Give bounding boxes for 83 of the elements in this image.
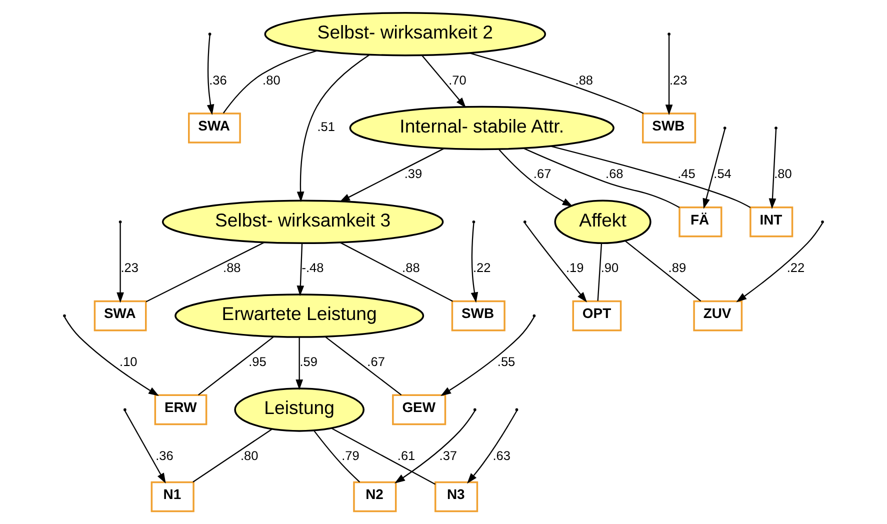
arrow bbox=[296, 243, 304, 296]
node-box: ERW bbox=[154, 394, 208, 426]
edge-label: .36 bbox=[209, 72, 227, 88]
node-box: N3 bbox=[434, 481, 478, 512]
edge-label: .23 bbox=[669, 72, 688, 88]
node-ellipse: Selbst- wirksamkeit 3 bbox=[162, 200, 444, 244]
node-box: OPT bbox=[572, 300, 622, 332]
edge-label: .54 bbox=[714, 166, 732, 182]
connector bbox=[523, 148, 680, 208]
edge-label: .61 bbox=[397, 448, 416, 463]
connector bbox=[331, 428, 436, 485]
edge-label: .22 bbox=[786, 260, 805, 276]
arrow bbox=[768, 129, 777, 209]
connector bbox=[550, 146, 751, 208]
arrow bbox=[394, 410, 476, 484]
connector bbox=[340, 242, 453, 302]
node-ellipse: Leistung bbox=[234, 388, 365, 432]
arrow bbox=[665, 35, 673, 116]
edge-label: .90 bbox=[600, 260, 619, 276]
edge-label: .80 bbox=[240, 448, 258, 463]
node-box: SWB bbox=[451, 300, 506, 332]
edge-label: -.48 bbox=[302, 260, 324, 276]
edge-label: .70 bbox=[448, 72, 466, 88]
arrow bbox=[64, 316, 160, 396]
arrow bbox=[206, 35, 214, 115]
edge-label: .22 bbox=[472, 260, 491, 276]
edge-label: .68 bbox=[606, 166, 624, 182]
edge-label: .39 bbox=[404, 166, 422, 182]
arrow bbox=[296, 337, 303, 390]
arrow bbox=[422, 55, 466, 108]
edge-label: .19 bbox=[566, 260, 584, 276]
arrow bbox=[296, 54, 370, 202]
edge-label: .45 bbox=[678, 166, 696, 182]
edge-label: .37 bbox=[439, 448, 458, 463]
node-box: SWB bbox=[642, 112, 696, 144]
arrow bbox=[467, 410, 518, 484]
edge-label: .80 bbox=[774, 166, 792, 182]
edge-label: .80 bbox=[262, 72, 280, 88]
connector bbox=[192, 428, 272, 482]
connector bbox=[314, 430, 360, 482]
node-box: FÄ bbox=[678, 206, 722, 238]
connector bbox=[597, 243, 602, 301]
edge-label: .67 bbox=[367, 354, 385, 369]
node-ellipse: Affekt bbox=[554, 200, 652, 244]
edge-label: .59 bbox=[300, 354, 318, 369]
node-box: SWA bbox=[188, 112, 241, 144]
edge-label: .36 bbox=[156, 448, 174, 463]
node-ellipse: Internal- stabile Attr. bbox=[349, 106, 614, 150]
arrow bbox=[116, 223, 124, 303]
node-box: N1 bbox=[150, 481, 194, 512]
arrow bbox=[524, 222, 588, 302]
arrow bbox=[736, 222, 823, 302]
edge-label: .23 bbox=[120, 260, 138, 276]
arrow bbox=[124, 410, 166, 484]
edge-label: .79 bbox=[342, 448, 360, 463]
node-box: INT bbox=[750, 206, 794, 238]
edge-label: .55 bbox=[497, 354, 516, 369]
edge-label: .95 bbox=[248, 354, 266, 369]
connector bbox=[222, 50, 317, 114]
node-box: SWA bbox=[94, 300, 147, 332]
edge-label: .88 bbox=[575, 72, 594, 88]
connector bbox=[198, 336, 274, 396]
arrow bbox=[440, 316, 535, 396]
connector bbox=[625, 240, 702, 302]
edge-label: .88 bbox=[223, 260, 241, 276]
arrow bbox=[470, 223, 478, 303]
node-ellipse: Selbst- wirksamkeit 2 bbox=[264, 12, 546, 56]
arrow bbox=[702, 129, 726, 209]
edge-label: .51 bbox=[317, 119, 335, 134]
arrow bbox=[339, 148, 444, 202]
connector bbox=[470, 52, 644, 114]
node-box: ZUV bbox=[693, 300, 743, 332]
node-ellipse: Erwartete Leistung bbox=[174, 294, 424, 338]
edge-label: .10 bbox=[120, 354, 138, 369]
connector bbox=[146, 242, 264, 302]
connector bbox=[324, 336, 402, 396]
node-box: N2 bbox=[353, 481, 397, 512]
arrow bbox=[498, 149, 573, 207]
edge-label: .67 bbox=[533, 166, 552, 182]
edge-label: .89 bbox=[668, 260, 686, 276]
node-box: GEW bbox=[392, 394, 446, 426]
edge-label: .63 bbox=[492, 448, 511, 463]
edge-label: .88 bbox=[402, 260, 420, 276]
